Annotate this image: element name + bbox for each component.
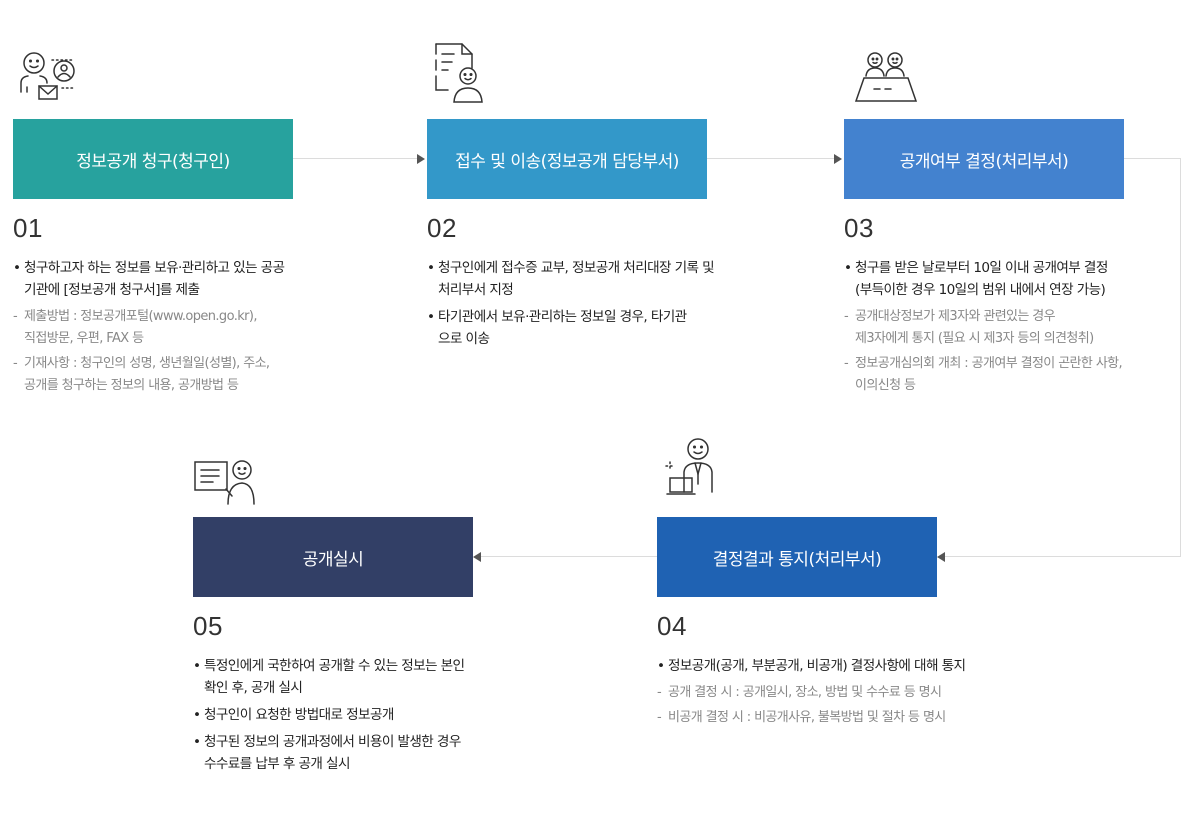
step-2-title-box: 접수 및 이송(정보공개 담당부서) (427, 119, 707, 199)
arrow-to-step-3 (834, 154, 842, 164)
step-5: 공개실시 05 특정인에게 국한하여 공개할 수 있는 정보는 본인 확인 후,… (193, 517, 533, 780)
step-4-sub-1-line-1: 공개 결정 시 : 공개일시, 장소, 방법 및 수수료 등 명시 (668, 685, 942, 700)
step-5-item-2-line-1: 청구인이 요청한 방법대로 정보공개 (204, 707, 394, 723)
step-3-item: 청구를 받은 날로부터 10일 이내 공개여부 결정 (부득이한 경우 10일의… (844, 257, 1184, 301)
step-3-sub: 공개대상정보가 제3자와 관련있는 경우 제3자에게 통지 (필요 시 제3자 … (844, 306, 1184, 350)
step-4-sub-2-line-1: 비공개 결정 시 : 비공개사유, 불복방법 및 절차 등 명시 (668, 710, 946, 725)
step-5-item: 청구된 정보의 공개과정에서 비용이 발생한 경우 수수료를 납부 후 공개 실… (193, 731, 533, 775)
document-person-icon (435, 43, 483, 103)
arrow-to-step-4 (937, 552, 945, 562)
person-envelope-icon (20, 52, 75, 100)
step-3-title-box: 공개여부 결정(처리부서) (844, 119, 1124, 199)
step-3-sub: 정보공개심의회 개최 : 공개여부 결정이 곤란한 사항, 이의신청 등 (844, 353, 1184, 397)
step-2-item: 청구인에게 접수증 교부, 정보공개 처리대장 기록 및 처리부서 지정 (427, 257, 767, 301)
step-1-items: 청구하고자 하는 정보를 보유·관리하고 있는 공공 기관에 [정보공개 청구서… (13, 257, 313, 397)
step-5-item: 특정인에게 국한하여 공개할 수 있는 정보는 본인 확인 후, 공개 실시 (193, 655, 533, 699)
step-1-sub: 제출방법 : 정보공개포털(www.open.go.kr), 직접방문, 우편,… (13, 306, 313, 350)
step-1-sub-1-line-1: 제출방법 : 정보공개포털(www.open.go.kr), (24, 309, 258, 324)
step-3-title: 공개여부 결정(처리부서) (899, 151, 1069, 172)
arrow-to-step-5 (473, 552, 481, 562)
step-3-number: 03 (844, 213, 874, 243)
arrow-to-step-2 (417, 154, 425, 164)
step-2-item: 타기관에서 보유·관리하는 정보일 경우, 타기관 으로 이송 (427, 306, 767, 350)
step-4-title-box: 결정결과 통지(처리부서) (657, 517, 937, 597)
step-2-items: 청구인에게 접수증 교부, 정보공개 처리대장 기록 및 처리부서 지정 타기관… (427, 257, 767, 350)
step-2-item-2-line-1: 타기관에서 보유·관리하는 정보일 경우, 타기관 (438, 309, 687, 325)
step-3-sub-2-line-2: 이의신청 등 (855, 378, 916, 393)
connector-right-bottom (944, 556, 1181, 557)
step-3-sub-1-line-1: 공개대상정보가 제3자와 관련있는 경우 (855, 309, 1056, 324)
step-2-item-2-line-2: 으로 이송 (438, 331, 490, 347)
step-1-title-box: 정보공개 청구(청구인) (13, 119, 293, 199)
step-5-item-1-line-1: 특정인에게 국한하여 공개할 수 있는 정보는 본인 (204, 658, 465, 674)
step-5-number: 05 (193, 611, 223, 641)
step-2-title: 접수 및 이송(정보공개 담당부서) (455, 151, 679, 172)
step-1: 정보공개 청구(청구인) 01 청구하고자 하는 정보를 보유·관리하고 있는 … (13, 119, 313, 400)
step-5-title: 공개실시 (302, 549, 364, 570)
connector-1-2 (293, 158, 418, 159)
step-3-item-1-line-1: 청구를 받은 날로부터 10일 이내 공개여부 결정 (855, 260, 1108, 276)
step-5-item: 청구인이 요청한 방법대로 정보공개 (193, 704, 533, 726)
step-5-items: 특정인에게 국한하여 공개할 수 있는 정보는 본인 확인 후, 공개 실시 청… (193, 655, 533, 775)
step-1-sub-2-line-2: 공개를 청구하는 정보의 내용, 공개방법 등 (24, 378, 239, 393)
step-4-items: 정보공개(공개, 부분공개, 비공개) 결정사항에 대해 통지 공개 결정 시 … (657, 655, 1057, 729)
step-2: 접수 및 이송(정보공개 담당부서) 02 청구인에게 접수증 교부, 정보공개… (427, 119, 767, 355)
step-4-sub: 공개 결정 시 : 공개일시, 장소, 방법 및 수수료 등 명시 (657, 682, 1057, 704)
step-3-item-1-line-2: (부득이한 경우 10일의 범위 내에서 연장 가능) (855, 282, 1106, 298)
connector-4-5 (480, 556, 657, 557)
step-4-number: 04 (657, 611, 687, 641)
step-2-item-1-line-1: 청구인에게 접수증 교부, 정보공개 처리대장 기록 및 (438, 260, 715, 276)
step-3-items: 청구를 받은 날로부터 10일 이내 공개여부 결정 (부득이한 경우 10일의… (844, 257, 1184, 397)
step-3: 공개여부 결정(처리부서) 03 청구를 받은 날로부터 10일 이내 공개여부… (844, 119, 1184, 400)
step-1-sub-2-line-1: 기재사항 : 청구인의 성명, 생년월일(성별), 주소, (24, 356, 270, 371)
document-presenter-icon (194, 460, 255, 505)
step-5-item-3-line-1: 청구된 정보의 공개과정에서 비용이 발생한 경우 (204, 734, 461, 750)
meeting-table-icon (854, 52, 918, 102)
step-1-number: 01 (13, 213, 43, 243)
step-1-item: 청구하고자 하는 정보를 보유·관리하고 있는 공공 기관에 [정보공개 청구서… (13, 257, 313, 301)
step-4-item-1-line-1: 정보공개(공개, 부분공개, 비공개) 결정사항에 대해 통지 (668, 658, 966, 674)
step-4-title: 결정결과 통지(처리부서) (712, 549, 882, 570)
step-3-sub-1-line-2: 제3자에게 통지 (필요 시 제3자 등의 의견청취) (855, 331, 1094, 346)
step-3-sub-2-line-1: 정보공개심의회 개최 : 공개여부 결정이 곤란한 사항, (855, 356, 1123, 371)
step-4-sub: 비공개 결정 시 : 비공개사유, 불복방법 및 절차 등 명시 (657, 707, 1057, 729)
step-5-title-box: 공개실시 (193, 517, 473, 597)
officer-laptop-icon (665, 438, 713, 495)
step-2-item-1-line-2: 처리부서 지정 (438, 282, 514, 298)
step-1-title: 정보공개 청구(청구인) (76, 151, 230, 172)
step-4: 결정결과 통지(처리부서) 04 정보공개(공개, 부분공개, 비공개) 결정사… (657, 517, 1057, 732)
connector-3-right (1124, 158, 1180, 159)
step-1-item-1-line-1: 청구하고자 하는 정보를 보유·관리하고 있는 공공 (24, 260, 285, 276)
step-2-number: 02 (427, 213, 457, 243)
step-1-sub: 기재사항 : 청구인의 성명, 생년월일(성별), 주소, 공개를 청구하는 정… (13, 353, 313, 397)
step-5-item-3-line-2: 수수료를 납부 후 공개 실시 (204, 756, 350, 772)
step-5-item-1-line-2: 확인 후, 공개 실시 (204, 680, 303, 696)
connector-2-3 (707, 158, 835, 159)
step-1-sub-1-line-2: 직접방문, 우편, FAX 등 (24, 331, 144, 346)
step-1-item-1-line-2: 기관에 [정보공개 청구서]를 제출 (24, 282, 200, 298)
step-4-item: 정보공개(공개, 부분공개, 비공개) 결정사항에 대해 통지 (657, 655, 1057, 677)
